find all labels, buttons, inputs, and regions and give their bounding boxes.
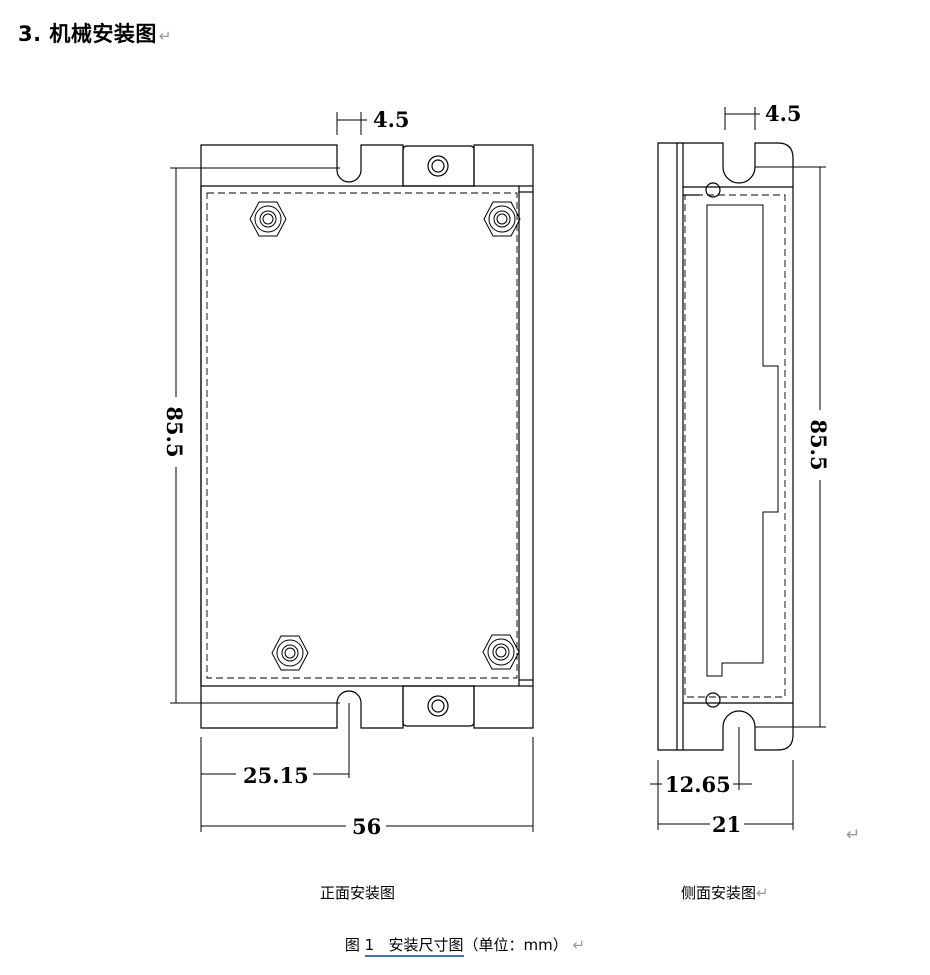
front-inner-dashed [206, 192, 518, 679]
caption-prefix: 图 [344, 936, 360, 954]
paragraph-mark-icon: ↵ [756, 884, 769, 902]
caption-number-title: 1 安装尺寸图 [364, 936, 464, 957]
side-bottom-hole [705, 692, 721, 708]
side-height-dim: 85.5 [806, 419, 831, 470]
front-width-dim: 56 [352, 814, 381, 839]
side-connector-profile [706, 204, 779, 677]
side-view [657, 142, 794, 751]
front-bottom-tab-hole [427, 695, 449, 717]
front-slot-offset-dim: 25.15 [243, 763, 309, 788]
side-slot-offset-dim: 12.65 [665, 772, 731, 797]
front-body [200, 185, 520, 687]
side-inner-dashed [684, 194, 786, 698]
paragraph-mark-icon: ↵ [846, 825, 860, 845]
front-view [200, 144, 534, 729]
side-view-label: 侧面安装图↵ [681, 884, 769, 902]
front-plate-outline [200, 144, 534, 729]
caption-unit: （单位：mm） [463, 936, 568, 954]
front-slot-width-dim: 4.5 [373, 107, 410, 132]
front-screw-nuts [249, 201, 521, 671]
front-bottom-tab [402, 686, 475, 727]
front-height-dim: 85.5 [162, 406, 187, 457]
section-heading: 3. 机械安装图↵ [18, 18, 172, 48]
paragraph-mark-icon: ↵ [158, 27, 172, 45]
side-plate-outline [657, 142, 794, 751]
paragraph-mark-icon: ↵ [572, 936, 586, 954]
section-heading-text: 3. 机械安装图 [18, 22, 157, 46]
front-view-label: 正面安装图 [320, 884, 396, 902]
front-top-tab [402, 145, 475, 186]
front-top-tab-hole [427, 155, 449, 177]
side-top-hole [705, 182, 721, 198]
side-dimensions [650, 107, 826, 830]
front-dimensions [170, 112, 534, 832]
side-depth-dim: 21 [712, 812, 741, 837]
side-slot-width-dim: 4.5 [765, 101, 802, 126]
figure-caption: 图 1 安装尺寸图（单位：mm） ↵ [0, 934, 930, 957]
